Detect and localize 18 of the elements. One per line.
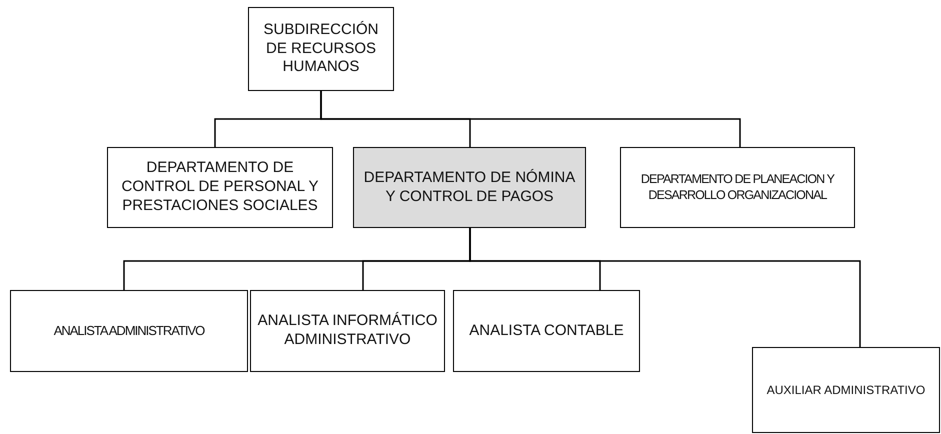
box-label: DEPARTAMENTO DE NÓMINA Y CONTROL DE PAGOS	[362, 168, 576, 206]
org-box	[248, 7, 394, 91]
connector-line	[469, 228, 861, 347]
org-box	[620, 147, 855, 228]
box-label: SUBDIRECCIÓN DE RECURSOS HUMANOS	[262, 20, 380, 78]
org-box	[353, 147, 586, 228]
box-label: DEPARTAMENTO DE PLANEACION Y DESARROLLO ORGANIZACIONAL	[640, 172, 836, 204]
org-box	[453, 290, 640, 372]
org-box	[107, 147, 333, 228]
box-label: DEPARTAMENTO DE CONTROL DE PERSONAL Y PRESTACIONES SOCIALES	[120, 159, 320, 216]
box-label: ANALISTA INFORMÁTICO ADMINISTRATIVO	[256, 312, 438, 350]
org-box	[250, 290, 445, 372]
connector-line	[320, 91, 741, 147]
box-label: AUXILIAR ADMINISTRATIVO	[766, 382, 926, 398]
org-box	[752, 347, 940, 433]
org-box	[10, 290, 248, 372]
box-label: ANALISTA CONTABLE	[469, 322, 624, 340]
box-label: ANALISTA ADMINISTRATIVO	[54, 322, 204, 340]
